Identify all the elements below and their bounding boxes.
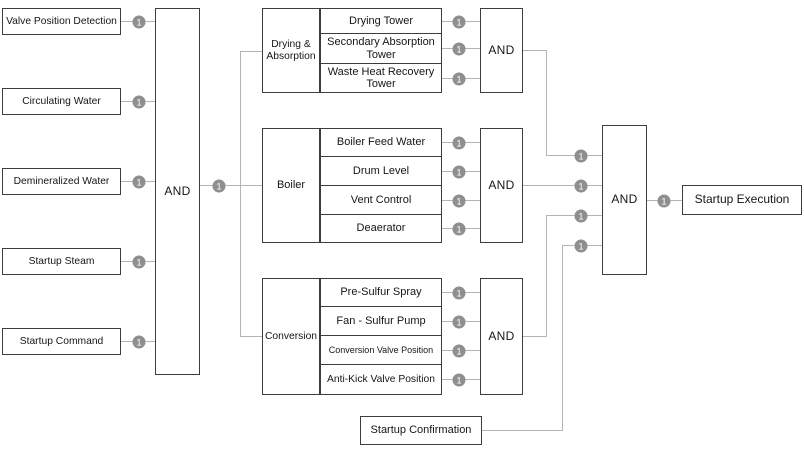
connector-badge: 1 (132, 95, 146, 109)
connector-badge: 1 (574, 209, 588, 223)
connector-line (546, 215, 547, 337)
connector-badge: 1 (452, 165, 466, 179)
connector-line (240, 336, 262, 337)
node-demineralized-water: Demineralized Water (2, 168, 121, 195)
connector-line (240, 51, 241, 336)
node-boiler-feed-water: Boiler Feed Water (320, 128, 442, 157)
connector-line (546, 215, 602, 216)
connector-line (546, 50, 547, 155)
connector-badge: 1 (452, 315, 466, 329)
node-conversion: Conversion (262, 278, 320, 395)
node-anti-kick-valve-position: Anti-Kick Valve Position (320, 364, 442, 395)
node-vent-control: Vent Control (320, 185, 442, 215)
connector-badge: 1 (452, 72, 466, 86)
connector-line (523, 50, 547, 51)
and-gate-final: AND (602, 125, 647, 275)
node-deaerator: Deaerator (320, 214, 442, 243)
node-valve-position-detection: Valve Position Detection (2, 8, 121, 35)
connector-badge: 1 (452, 136, 466, 150)
connector-badge: 1 (452, 42, 466, 56)
connector-line (562, 245, 563, 431)
and-gate-drying: AND (480, 8, 523, 93)
connector-badge: 1 (452, 286, 466, 300)
node-fan-sulfur-pump: Fan - Sulfur Pump (320, 306, 442, 336)
node-startup-confirmation: Startup Confirmation (360, 416, 482, 445)
connector-badge: 1 (574, 179, 588, 193)
connector-badge: 1 (452, 222, 466, 236)
connector-line (200, 185, 262, 186)
node-drying-absorption: Drying & Absorption (262, 8, 320, 93)
connector-badge: 1 (574, 239, 588, 253)
connector-badge: 1 (132, 175, 146, 189)
connector-line (546, 155, 602, 156)
node-startup-command: Startup Command (2, 328, 121, 355)
and-gate-inputs: AND (155, 8, 200, 375)
node-startup-steam: Startup Steam (2, 248, 121, 275)
connector-badge: 1 (452, 344, 466, 358)
connector-line (523, 185, 602, 186)
node-pre-sulfur-spray: Pre-Sulfur Spray (320, 278, 442, 307)
connector-badge: 1 (132, 335, 146, 349)
connector-badge: 1 (452, 194, 466, 208)
connector-line (240, 51, 262, 52)
node-boiler: Boiler (262, 128, 320, 243)
and-gate-conversion: AND (480, 278, 523, 395)
connector-badge: 1 (452, 15, 466, 29)
connector-line (482, 430, 563, 431)
connector-line (523, 336, 547, 337)
connector-badge: 1 (657, 194, 671, 208)
connector-badge: 1 (132, 15, 146, 29)
node-conversion-valve-position: Conversion Valve Position (320, 335, 442, 365)
node-startup-execution: Startup Execution (682, 185, 802, 215)
node-drying-tower: Drying Tower (320, 8, 442, 34)
node-secondary-absorption-tower: Secondary Absorption Tower (320, 33, 442, 64)
connector-badge: 1 (574, 149, 588, 163)
node-circulating-water: Circulating Water (2, 88, 121, 115)
connector-badge: 1 (452, 373, 466, 387)
connector-badge: 1 (212, 179, 226, 193)
connector-badge: 1 (132, 255, 146, 269)
and-gate-boiler: AND (480, 128, 523, 243)
node-drum-level: Drum Level (320, 156, 442, 186)
node-waste-heat-recovery-tower: Waste Heat Recovery Tower (320, 63, 442, 93)
